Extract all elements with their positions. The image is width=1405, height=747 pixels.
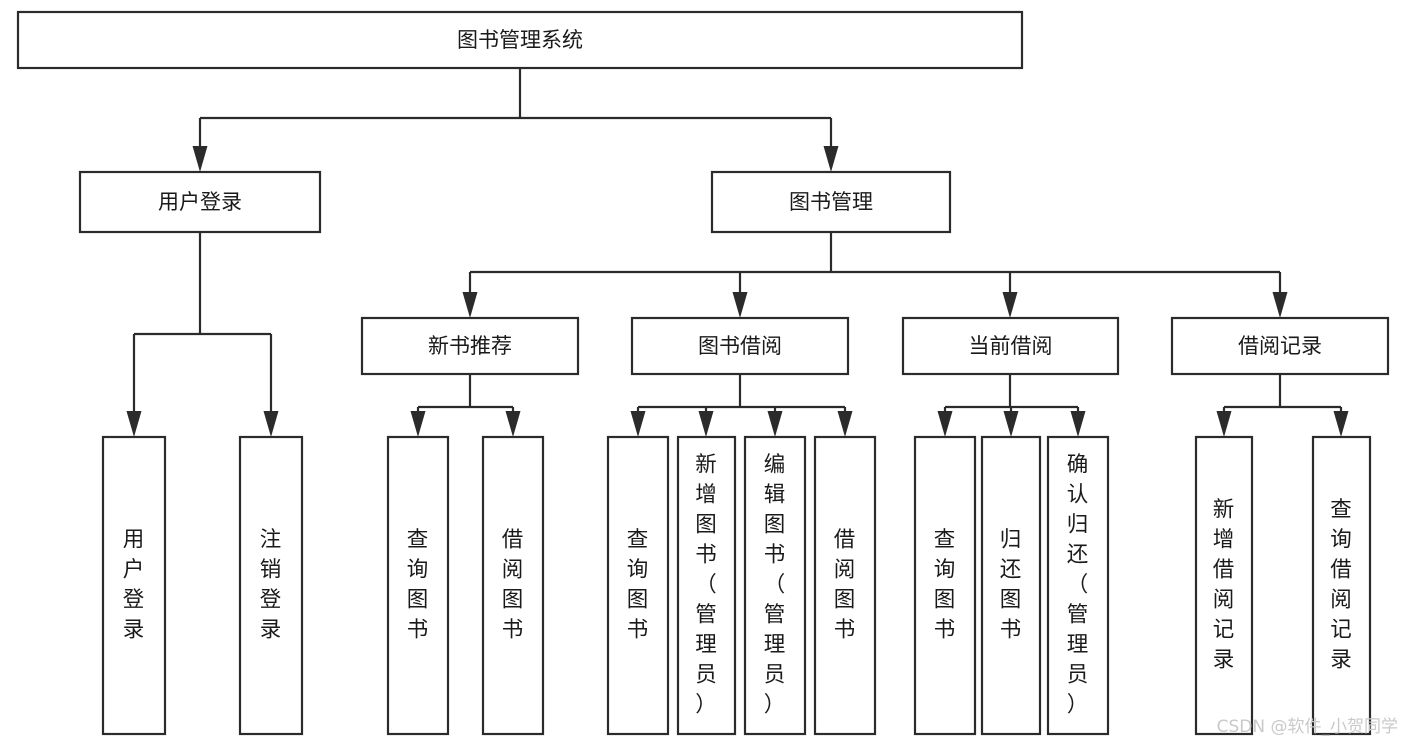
- node-box[interactable]: [238, 435, 304, 736]
- node-box[interactable]: [101, 435, 167, 736]
- node-label: 当前借阅: [969, 334, 1053, 358]
- arrow-head-icon: [937, 411, 953, 437]
- node-root-book-management-system[interactable]: 图书管理系统: [16, 10, 1024, 70]
- arrow-head-icon: [698, 411, 714, 437]
- connector-root-to-level2: [192, 68, 839, 172]
- arrow-head-icon: [1070, 411, 1086, 437]
- node-label: 借阅图书: [502, 528, 525, 643]
- arrow-head-icon: [462, 292, 478, 318]
- node-box[interactable]: [1170, 316, 1390, 376]
- node-label: 查询图书: [934, 528, 957, 643]
- node-label: 查询借阅记录: [1330, 498, 1353, 673]
- node-leaf-3[interactable]: 借阅图书: [481, 435, 545, 736]
- node-label: 新书推荐: [428, 334, 512, 358]
- arrow-head-icon: [263, 411, 279, 437]
- node-box[interactable]: [980, 435, 1042, 736]
- node-layer: 图书管理系统用户登录图书管理新书推荐图书借阅当前借阅借阅记录用户登录注销登录查询…: [16, 10, 1390, 736]
- node-label: 查询图书: [627, 528, 650, 643]
- connector-book-manage-to-level3: [462, 232, 1288, 318]
- arrow-head-icon: [1002, 292, 1018, 318]
- node-label: 确认归还（管理员）: [1067, 453, 1090, 718]
- arrow-head-icon: [410, 411, 426, 437]
- node-label: 图书管理系统: [457, 28, 583, 52]
- node-label: 图书管理: [789, 190, 873, 214]
- node-box[interactable]: [16, 10, 1024, 70]
- node-box[interactable]: [481, 435, 545, 736]
- node-box[interactable]: [1046, 435, 1110, 736]
- node-label: 归还图书: [1000, 528, 1023, 643]
- node-box[interactable]: [386, 435, 450, 736]
- node-label: 用户登录: [158, 190, 242, 214]
- node-leaf-4[interactable]: 查询图书: [606, 435, 670, 736]
- node-box[interactable]: [813, 435, 877, 736]
- node-box[interactable]: [743, 435, 807, 736]
- node-box[interactable]: [901, 316, 1120, 376]
- node-leaf-8[interactable]: 查询图书: [913, 435, 977, 736]
- watermark-label: CSDN @软件_小贺同学: [1217, 717, 1398, 737]
- node-leaf-5[interactable]: 新增图书（管理员）: [676, 435, 737, 736]
- arrow-head-icon: [823, 146, 839, 172]
- node-label: 新增图书（管理员）: [695, 453, 718, 718]
- node-level3-3[interactable]: 借阅记录: [1170, 316, 1390, 376]
- arrow-head-icon: [630, 411, 646, 437]
- arrow-head-icon: [505, 411, 521, 437]
- node-leaf-1[interactable]: 注销登录: [238, 435, 304, 736]
- node-leaf-9[interactable]: 归还图书: [980, 435, 1042, 736]
- node-level2-1[interactable]: 图书管理: [710, 170, 952, 234]
- connector-new-book-to-leaves: [410, 374, 521, 437]
- connector-borrow-record-to-leaves: [1216, 374, 1349, 437]
- node-leaf-11[interactable]: 新增借阅记录: [1194, 435, 1254, 736]
- node-label: 注销登录: [260, 528, 283, 643]
- node-leaf-12[interactable]: 查询借阅记录: [1311, 435, 1372, 736]
- arrow-head-icon: [1333, 411, 1349, 437]
- arrow-head-icon: [1216, 411, 1232, 437]
- arrow-head-icon: [837, 411, 853, 437]
- connector-current-borrow-to-leaves: [937, 374, 1086, 437]
- node-leaf-0[interactable]: 用户登录: [101, 435, 167, 736]
- node-box[interactable]: [913, 435, 977, 736]
- node-leaf-2[interactable]: 查询图书: [386, 435, 450, 736]
- node-label: 用户登录: [123, 528, 146, 643]
- connector-borrow-to-leaves: [630, 374, 853, 437]
- node-label: 借阅记录: [1238, 334, 1322, 358]
- arrow-head-icon: [732, 292, 748, 318]
- node-label: 新增借阅记录: [1213, 498, 1236, 673]
- node-box[interactable]: [630, 316, 850, 376]
- arrow-head-icon: [767, 411, 783, 437]
- node-box[interactable]: [606, 435, 670, 736]
- arrow-head-icon: [1272, 292, 1288, 318]
- node-leaf-7[interactable]: 借阅图书: [813, 435, 877, 736]
- node-label: 查询图书: [407, 528, 430, 643]
- node-box[interactable]: [710, 170, 952, 234]
- node-leaf-10[interactable]: 确认归还（管理员）: [1046, 435, 1110, 736]
- node-box[interactable]: [78, 170, 322, 234]
- node-label: 借阅图书: [834, 528, 857, 643]
- node-leaf-6[interactable]: 编辑图书（管理员）: [743, 435, 807, 736]
- node-level2-0[interactable]: 用户登录: [78, 170, 322, 234]
- connector-layer: [126, 68, 1349, 437]
- node-box[interactable]: [1311, 435, 1372, 736]
- node-box[interactable]: [676, 435, 737, 736]
- node-level3-0[interactable]: 新书推荐: [360, 316, 580, 376]
- node-box[interactable]: [360, 316, 580, 376]
- arrow-head-icon: [192, 146, 208, 172]
- node-box[interactable]: [1194, 435, 1254, 736]
- node-level3-2[interactable]: 当前借阅: [901, 316, 1120, 376]
- arrow-head-icon: [1003, 411, 1019, 437]
- arrow-head-icon: [126, 411, 142, 437]
- node-label: 图书借阅: [698, 334, 782, 358]
- connector-user-login-to-leaves: [126, 232, 279, 437]
- node-level3-1[interactable]: 图书借阅: [630, 316, 850, 376]
- node-label: 编辑图书（管理员）: [764, 453, 787, 718]
